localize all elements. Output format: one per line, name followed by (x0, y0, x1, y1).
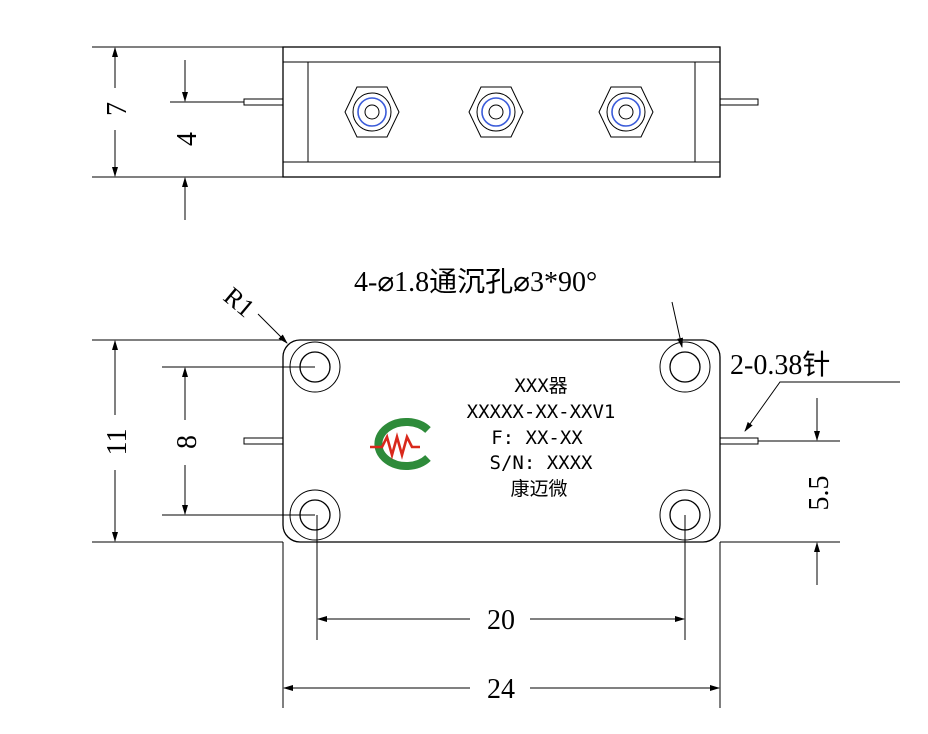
dim-20-label: 20 (487, 605, 515, 636)
hole-note: 4-⌀1.8通沉孔⌀3*90° (354, 266, 597, 298)
dim-24-label: 24 (487, 674, 515, 705)
label-serial: S/N: XXXX (490, 452, 594, 474)
label-company: 康迈微 (510, 478, 567, 500)
label-model: XXX器 (514, 375, 567, 397)
front-left-pin (243, 437, 284, 445)
top-body-outline (282, 46, 721, 178)
pin-note: 2-0.38针 (730, 349, 830, 381)
dim-8-label: 8 (172, 435, 203, 449)
company-logo (370, 418, 431, 470)
top-right-pin (719, 98, 759, 106)
dim-4-label: 4 (172, 132, 203, 146)
mount-hole-top-right (659, 341, 711, 393)
dim-11-label: 11 (102, 429, 133, 456)
front-right-pin (719, 437, 759, 445)
dim-7-label: 7 (102, 102, 133, 116)
connector-2 (468, 86, 524, 138)
top-view: 7 4 (92, 46, 759, 220)
corner-radius-label: R1 (218, 281, 260, 323)
dim-5-5-label: 5.5 (804, 476, 835, 511)
connector-3 (598, 86, 654, 138)
connector-1 (344, 86, 400, 138)
front-view: XXX器 XXXXX-XX-XXV1 F: XX-XX S/N: XXXX 康迈… (92, 266, 900, 708)
label-part-no: XXXXX-XX-XXV1 (467, 401, 616, 423)
top-left-pin (243, 98, 284, 106)
label-freq: F: XX-XX (491, 427, 583, 449)
